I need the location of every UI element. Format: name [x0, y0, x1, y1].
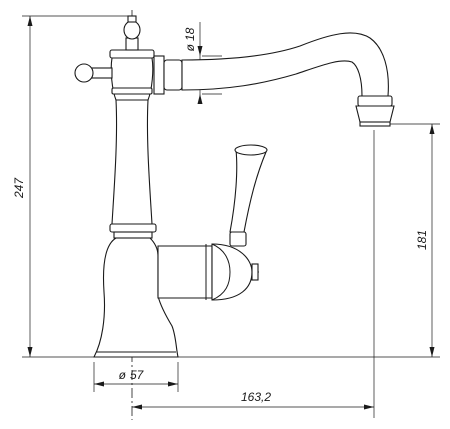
column-ring: [109, 223, 157, 233]
diameter-symbol-pipe: ø: [183, 43, 197, 51]
dim-overall-height: [27, 16, 33, 357]
lever-handle: [229, 149, 267, 233]
label-overall-height: 247: [12, 177, 26, 199]
faucet-body: [74, 15, 395, 358]
top-knob: [123, 20, 141, 40]
base-body: [93, 237, 179, 358]
label-base-diameter: ø 57: [119, 368, 145, 382]
side-handle: [91, 67, 113, 79]
label-spout-reach: 163,2: [241, 390, 271, 404]
side-handle-knob: [74, 63, 94, 83]
dim-base-diameter: [94, 381, 178, 387]
pipe-diameter-value: 18: [183, 27, 197, 41]
base-diameter-value: 57: [130, 368, 145, 382]
column: [111, 99, 153, 225]
spout-tip: [357, 95, 393, 107]
label-pipe-diameter: ø 18: [183, 27, 197, 51]
diameter-symbol-base: ø: [119, 368, 127, 382]
label-spout-height: 181: [415, 230, 429, 250]
cartridge-dome: [211, 243, 253, 301]
dim-spout-reach: [132, 404, 374, 410]
spout: [181, 32, 389, 97]
dim-spout-height: [429, 124, 435, 357]
cartridge-housing: [157, 245, 213, 299]
